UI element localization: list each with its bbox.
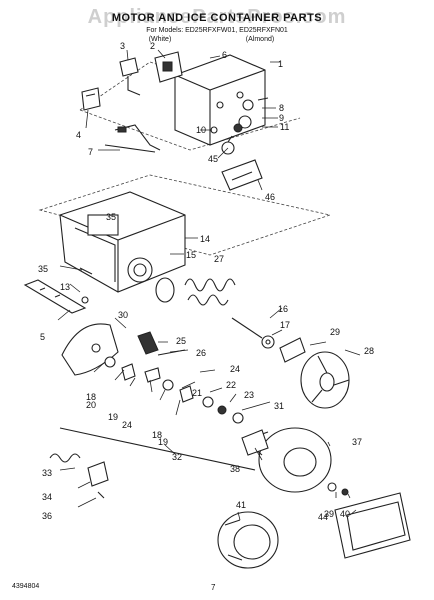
callout: 17 xyxy=(280,320,290,330)
callout: 36 xyxy=(42,511,52,521)
callout: 3 xyxy=(120,41,125,51)
callout: 35 xyxy=(106,212,116,222)
callout: 28 xyxy=(364,346,374,356)
callout: 24 xyxy=(122,420,132,430)
callout: 31 xyxy=(274,401,284,411)
callout: 4 xyxy=(76,130,81,140)
fan-wheel xyxy=(300,351,350,409)
callout: 20 xyxy=(86,400,96,410)
washer-part xyxy=(327,482,337,492)
front-cover xyxy=(334,492,411,559)
callout: 10 xyxy=(196,125,206,135)
callout: 35 xyxy=(38,264,48,274)
ice-container xyxy=(59,191,186,293)
rack-part xyxy=(23,279,89,314)
callout: 5 xyxy=(40,332,45,342)
screw-bottom xyxy=(97,491,105,499)
spring-part xyxy=(49,453,81,463)
callout: 13 xyxy=(60,282,70,292)
auger-coil xyxy=(155,277,236,306)
callout: 38 xyxy=(230,464,240,474)
callout: 6 xyxy=(222,50,227,60)
callout: 41 xyxy=(236,500,246,510)
callout: 24 xyxy=(230,364,240,374)
container-outline xyxy=(38,174,332,256)
callout-numbers: 1 2 3 4 5 6 7 8 9 10 11 13 14 15 16 17 1… xyxy=(38,41,374,522)
callout: 45 xyxy=(208,154,218,164)
callout: 21 xyxy=(192,388,202,398)
model-list: For Models: ED25RFXFW01, ED25RFXFN01 xyxy=(146,27,288,34)
callout: 26 xyxy=(196,348,206,358)
motor-bracket-small xyxy=(241,429,269,456)
callout: 2 xyxy=(150,41,155,51)
callout: 7 xyxy=(88,147,93,157)
crusher-plate xyxy=(279,337,306,363)
callout: 46 xyxy=(265,192,275,202)
callout: 30 xyxy=(118,310,128,320)
callout: 1 xyxy=(278,59,283,69)
blade-spacers xyxy=(104,356,227,415)
duct-part xyxy=(217,511,279,569)
cover-part xyxy=(221,159,263,191)
clip-part xyxy=(81,87,101,111)
motor-hardware xyxy=(210,97,269,134)
shaft-part xyxy=(231,317,275,349)
leader-lines xyxy=(57,49,361,521)
callout: 19 xyxy=(158,437,168,447)
callout: 40 xyxy=(340,509,350,519)
switch-part xyxy=(154,51,183,83)
watermark: AppliancePartsPros.com xyxy=(87,6,347,28)
callout: 9 xyxy=(279,113,284,123)
diagram-title: MOTOR AND ICE CONTAINER PARTS xyxy=(111,12,323,24)
callout: 29 xyxy=(330,327,340,337)
callout: 8 xyxy=(279,103,284,113)
crusher-disk xyxy=(61,323,119,376)
callout: 44 xyxy=(318,512,328,522)
callout: 18 xyxy=(86,392,96,402)
nut-part xyxy=(341,488,349,496)
bushing-part xyxy=(232,412,244,424)
callout: 16 xyxy=(278,304,288,314)
page-number: 7 xyxy=(211,583,216,592)
callout: 19 xyxy=(108,412,118,422)
callout: 32 xyxy=(172,452,182,462)
document-number: 4394804 xyxy=(12,583,40,590)
callout: 15 xyxy=(186,250,196,260)
callout: 27 xyxy=(214,254,224,264)
screw-part xyxy=(79,267,93,275)
wire-harness xyxy=(104,124,161,153)
motor-bracket xyxy=(174,54,266,146)
callout: 14 xyxy=(200,234,210,244)
callout: 23 xyxy=(244,390,254,400)
callout: 11 xyxy=(280,122,289,132)
rod-part xyxy=(59,427,256,471)
callout: 25 xyxy=(176,336,186,346)
color-label-almond: (Almond) xyxy=(245,36,275,43)
callout: 33 xyxy=(42,468,52,478)
color-label-white: (White) xyxy=(148,36,172,43)
callout: 34 xyxy=(42,492,52,502)
callout: 22 xyxy=(226,380,236,390)
connector-part xyxy=(119,57,141,96)
bracket-part xyxy=(87,461,109,487)
callout: 39 xyxy=(324,509,334,519)
callout: 37 xyxy=(352,437,362,447)
callout: 18 xyxy=(152,430,162,440)
